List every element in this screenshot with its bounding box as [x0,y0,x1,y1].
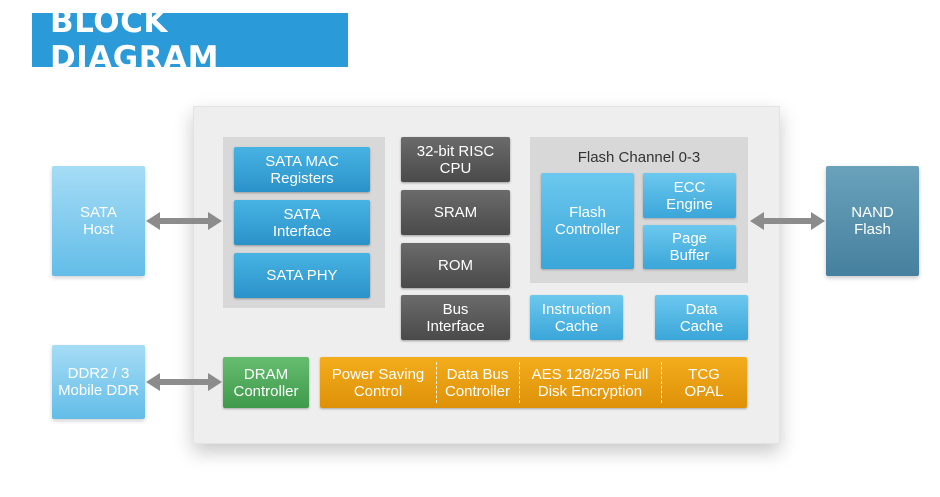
dram-controller-block: DRAM Controller [223,357,309,408]
sata-mac-registers-block: SATA MAC Registers [234,147,370,192]
nand-flash-block: NAND Flash [826,166,919,276]
ddr-memory-block: DDR2 / 3 Mobile DDR [52,345,145,419]
data-bus-controller-block: Data Bus Controller [444,365,511,400]
bus-interface-block: Bus Interface [401,295,510,340]
nand-flash-arrow [750,212,825,230]
flash-controller-block: Flash Controller [541,173,634,269]
bar-divider [436,362,437,403]
sata-host-arrow [146,212,222,230]
flash-channel-title: Flash Channel 0-3 [577,149,701,166]
sata-interface-block: SATA Interface [234,200,370,245]
sata-phy-block: SATA PHY [234,253,370,298]
data-cache-block: Data Cache [655,295,748,340]
page-buffer-block: Page Buffer [643,225,736,269]
bar-divider [519,362,520,403]
page-title: BLOCK DIAGRAM [50,4,219,76]
tcg-opal-block: TCG OPAL [684,365,724,400]
rom-block: ROM [401,243,510,288]
title-banner: BLOCK DIAGRAM [32,4,348,76]
sata-host-block: SATA Host [52,166,145,276]
instruction-cache-block: Instruction Cache [530,295,623,340]
dram-arrow [146,373,222,391]
power-saving-control-block: Power Saving Control [331,365,425,400]
sram-block: SRAM [401,190,510,235]
ecc-engine-block: ECC Engine [643,173,736,218]
cpu-block: 32-bit RISC CPU [401,137,510,182]
aes-encryption-block: AES 128/256 Full Disk Encryption [531,365,649,400]
bar-divider [661,362,662,403]
orange-function-bar: Power Saving Control Data Bus Controller… [320,357,747,408]
